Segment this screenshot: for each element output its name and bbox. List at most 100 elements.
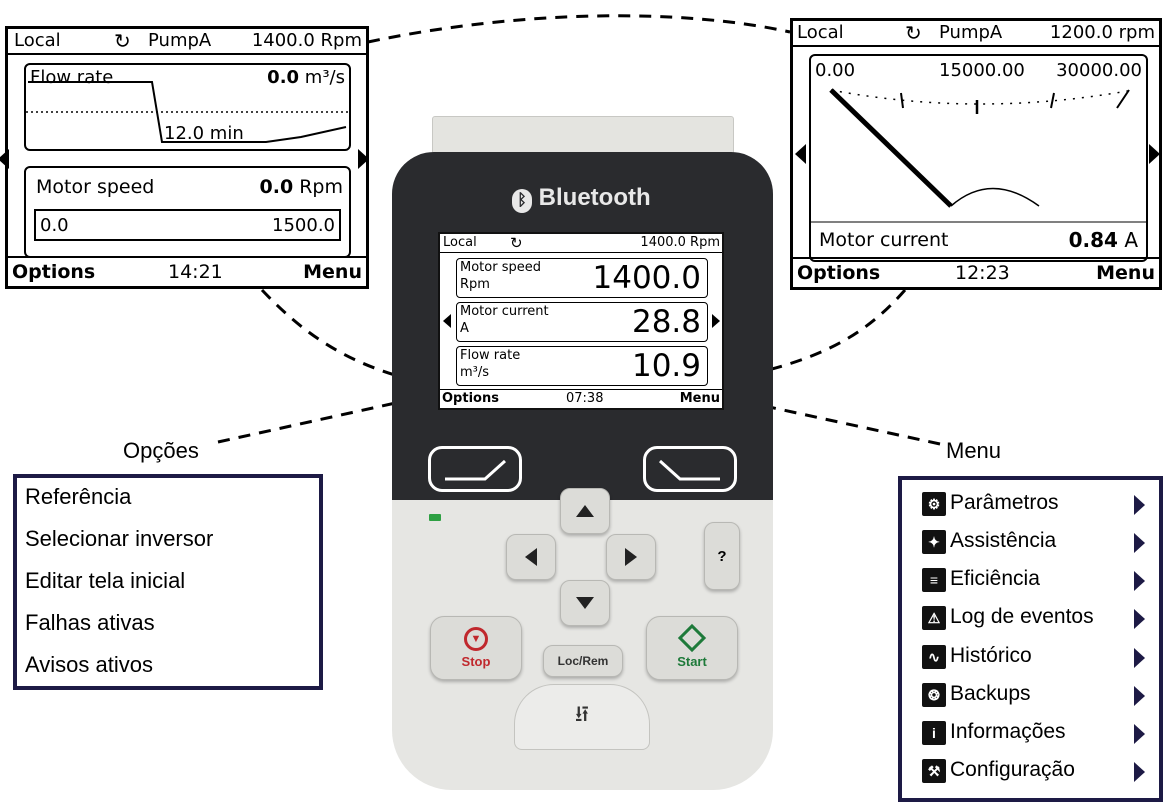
chevron-right-icon <box>1134 686 1145 706</box>
start-icon <box>677 623 707 652</box>
speed-panel: Motor speed 0.0 Rpm 0.0 1500.0 <box>24 166 351 258</box>
menu-item-configuracao[interactable]: ⚒ Configuração <box>922 757 1152 787</box>
speed-value: 0.0 <box>259 176 294 198</box>
rotation-icon: ↻ <box>114 29 131 53</box>
down-arrow-icon <box>576 597 594 609</box>
left-screen: Local ↻ PumpA 1400.0 Rpm Flow rate 0.0 m… <box>0 26 369 289</box>
row-value: 1400.0 <box>592 260 701 296</box>
left-softkey[interactable] <box>428 446 522 492</box>
device-top-bar: Local ↻ 1400.0 Rpm <box>440 234 722 253</box>
left-screen-bottom-bar: Options 14:21 Menu <box>8 256 366 286</box>
left-arrow-icon <box>525 548 537 566</box>
row-unit: Rpm <box>460 277 490 292</box>
control-mode: Local <box>443 235 477 250</box>
options-item-selecionar-inversor[interactable]: Selecionar inversor <box>25 526 214 551</box>
stop-icon: ▼ <box>464 627 488 651</box>
help-button[interactable]: ? <box>704 522 740 590</box>
trend-value: 0.0 <box>267 67 300 88</box>
gauge-label: Motor current <box>819 229 949 251</box>
menu-label: Menu <box>679 391 720 406</box>
options-list: Referência Selecionar inversor Editar te… <box>13 474 323 690</box>
options-item-referencia[interactable]: Referência <box>25 484 132 509</box>
right-softkey[interactable] <box>643 446 737 492</box>
menu-item-log-de-eventos[interactable]: ⚠ Log de eventos <box>922 604 1152 634</box>
chevron-right-icon <box>1134 724 1145 744</box>
clock: 07:38 <box>566 391 604 406</box>
menu-softkey-label[interactable]: Menu <box>1096 262 1155 284</box>
menu-item-backups[interactable]: ❂ Backups <box>922 681 1152 711</box>
drive-name: PumpA <box>148 30 212 51</box>
right-arrow-icon[interactable] <box>358 149 369 169</box>
event-log-icon: ⚠ <box>922 606 946 630</box>
usb-cover: ⭿ <box>514 684 650 750</box>
menu-item-assistencia[interactable]: ✦ Assistência <box>922 528 1152 558</box>
options-label: Options <box>442 391 499 406</box>
options-item-falhas-ativas[interactable]: Falhas ativas <box>25 610 155 635</box>
speed-label: Motor speed <box>36 176 155 198</box>
speed-bar-max: 1500.0 <box>272 215 335 236</box>
drive-name: PumpA <box>939 22 1003 43</box>
clock: 14:21 <box>168 261 223 283</box>
options-softkey-label[interactable]: Options <box>797 262 881 284</box>
up-arrow-icon <box>576 505 594 517</box>
menu-item-eficiencia[interactable]: ≡ Eficiência <box>922 566 1152 596</box>
chevron-right-icon <box>1134 533 1145 553</box>
trend-unit: m³/s <box>304 67 345 88</box>
loc-rem-button[interactable]: Loc/Rem <box>543 645 623 677</box>
speed-readout: 1400.0 Rpm <box>251 30 362 51</box>
control-mode: Local <box>797 22 844 43</box>
menu-item-informacoes[interactable]: i Informações <box>922 719 1152 749</box>
options-softkey-label[interactable]: Options <box>12 261 96 283</box>
start-label: Start <box>677 653 707 669</box>
stop-label: Stop <box>461 654 491 669</box>
up-button[interactable] <box>560 488 610 534</box>
row-label: Motor current <box>460 304 549 319</box>
left-arrow-icon[interactable] <box>795 144 806 164</box>
options-item-editar-tela-inicial[interactable]: Editar tela inicial <box>25 568 186 593</box>
speed-readout: 1400.0 Rpm <box>640 235 720 250</box>
info-icon: i <box>922 721 946 745</box>
right-arrow-icon[interactable] <box>1149 144 1160 164</box>
bluetooth-icon: ᛒ <box>512 189 532 213</box>
gauge-max: 30000.00 <box>1056 60 1142 81</box>
menu-item-parametros[interactable]: ⚙ Parâmetros <box>922 490 1152 520</box>
start-button[interactable]: Start <box>646 616 738 680</box>
trend-value-group: 0.0 m³/s <box>267 67 345 88</box>
stop-button[interactable]: ▼ Stop <box>430 616 522 680</box>
backups-icon: ❂ <box>922 683 946 707</box>
help-label: ? <box>717 547 727 565</box>
right-screen-top-bar: Local ↻ PumpA 1200.0 rpm <box>793 21 1159 47</box>
menu-item-label: Parâmetros <box>950 491 1059 514</box>
menu-item-label: Assistência <box>950 529 1057 552</box>
menu-item-historico[interactable]: ∿ Histórico <box>922 643 1152 673</box>
device-row-motor-speed: Motor speed Rpm 1400.0 <box>456 258 708 298</box>
menu-item-label: Log de eventos <box>950 605 1094 628</box>
menu-caption: Menu <box>946 438 1002 463</box>
brand-name: Bluetooth <box>538 184 651 211</box>
device-row-flow-rate: Flow rate m³/s 10.9 <box>456 346 708 386</box>
row-label: Flow rate <box>460 348 521 363</box>
row-value: 10.9 <box>631 348 701 384</box>
speed-bar-min: 0.0 <box>40 215 69 236</box>
gauge-value: 0.84 <box>1068 228 1118 252</box>
menu-item-label: Configuração <box>950 758 1075 781</box>
rotation-icon: ↻ <box>905 21 922 45</box>
left-button[interactable] <box>506 534 556 580</box>
row-label: Motor speed <box>460 260 541 275</box>
menu-item-label: Histórico <box>950 644 1032 667</box>
status-led <box>429 514 441 521</box>
right-button[interactable] <box>606 534 656 580</box>
left-arrow-icon[interactable] <box>0 149 9 169</box>
menu-softkey-label[interactable]: Menu <box>303 261 362 283</box>
right-screen-bottom-bar: Options 12:23 Menu <box>793 257 1159 287</box>
parameters-icon: ⚙ <box>922 492 946 516</box>
left-screen-top-bar: Local ↻ PumpA 1400.0 Rpm <box>8 29 366 55</box>
row-value: 28.8 <box>631 304 701 340</box>
chevron-right-icon <box>1134 648 1145 668</box>
options-item-avisos-ativos[interactable]: Avisos ativos <box>25 652 153 677</box>
gauge-unit: A <box>1124 228 1138 252</box>
usb-icon: ⭿ <box>574 702 590 727</box>
right-softkey-icon <box>658 459 720 481</box>
menu-list: ⚙ Parâmetros ✦ Assistência ≡ Eficiência … <box>898 476 1163 802</box>
down-button[interactable] <box>560 580 610 626</box>
